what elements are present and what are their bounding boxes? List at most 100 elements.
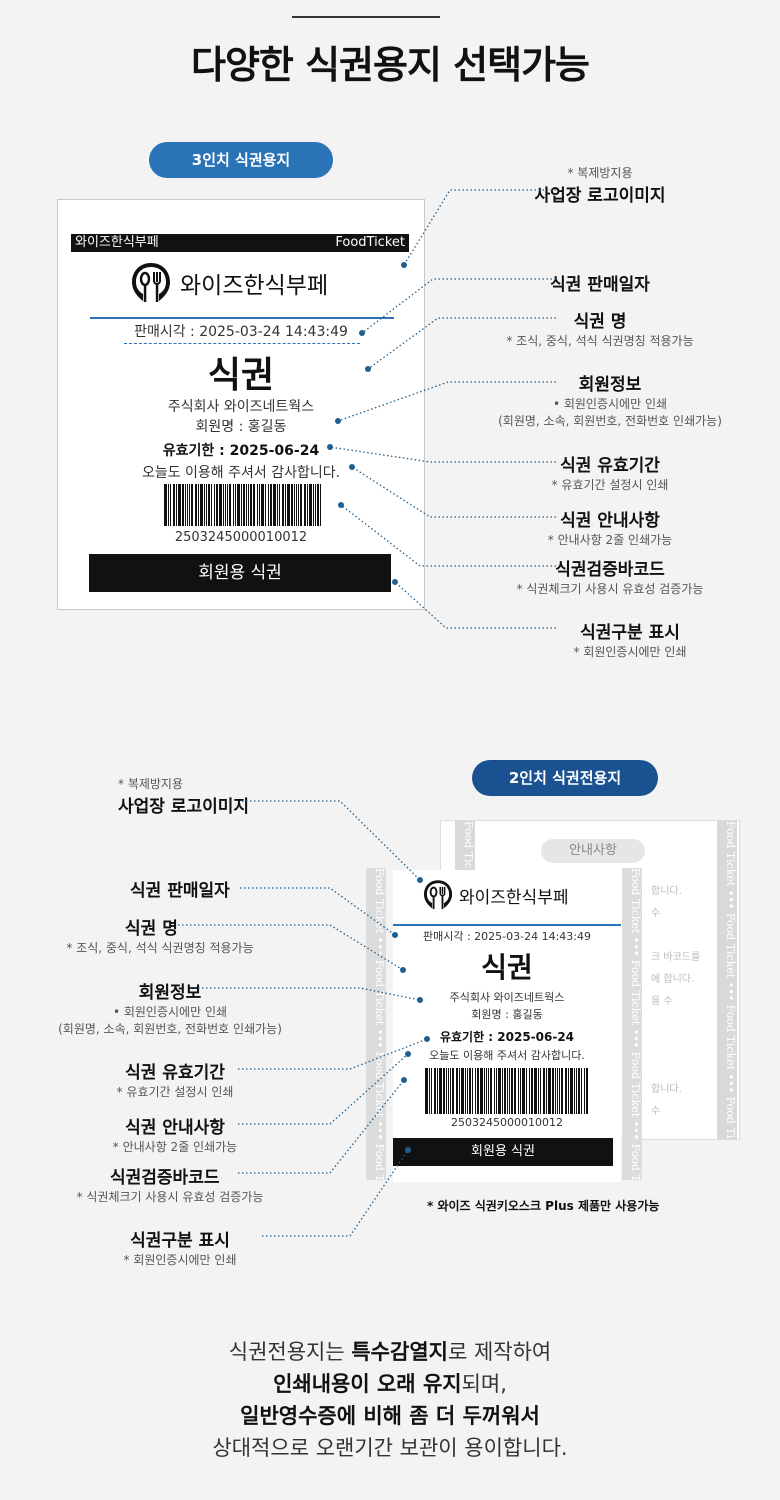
annotation-note: * 식권체크기 사용시 유효성 검증가능 [76,1190,264,1204]
annotation-ticket-type: 식권구분 표시 * 회원인증시에만 인쇄 [540,618,720,660]
barcode-bar [249,484,252,526]
barcode-bar [526,1068,527,1114]
barcode-bar [234,484,236,526]
annotation-logo: * 복제방지용 사업장 로고이미지 [520,164,680,206]
annotation-note: * 식권체크기 사용시 유효성 검증가능 [516,582,704,596]
barcode-bar [258,484,260,526]
annotation-note-2: (회원명, 소속, 회원번호, 전화번호 인쇄가능) [58,1022,282,1036]
barcode-bar [278,484,280,526]
bottom-text-bold: 특수감열지 [351,1340,448,1364]
annotation-note: * 조식, 중식, 석식 식권명칭 적용가능 [66,941,254,955]
barcode-bar [529,1068,530,1114]
barcode-bar [568,1068,569,1114]
barcode-bar [228,484,231,526]
annotation-note: * 회원인증시에만 인쇄 [123,1253,237,1267]
barcode-bar [552,1068,554,1114]
barcode-bar [190,484,193,526]
annotation-ticket-name: 식권 명 * 조식, 중식, 석식 식권명칭 적용가능 [480,307,720,349]
back-line: 크 바코드를 [651,952,701,963]
barcode-bar [546,1068,547,1114]
bottom-text-bold: 일반영수증에 비해 좀 더 두꺼워서 [240,1404,540,1428]
barcode-bar [429,1068,430,1114]
restaurant-logo-icon [423,880,453,910]
barcode-bar [509,1068,510,1114]
annotation-label: 식권구분 표시 [580,623,680,643]
back-paper-text: 합니다. 수 크 바코드를 에 합니다. 을 수 합니다. 수 [651,881,700,1123]
back-line: 을 수 [651,996,673,1007]
bottom-line-4: 상대적으로 오랜기간 보관이 용이합니다. [0,1432,780,1464]
back-line: 합니다. [651,886,682,897]
barcode-bar [224,484,226,526]
barcode-bar [186,484,188,526]
barcode-bar [210,484,212,526]
barcode-bar [215,484,218,526]
barcode-bar [197,484,199,526]
annotation-note: * 안내사항 2줄 인쇄가능 [547,533,673,547]
barcode-bar [514,1068,516,1114]
bar-store-name: 와이즈한식부페 [75,235,159,250]
barcode-bar [570,1068,573,1114]
bottom-text-span: 식권전용지는 [228,1340,352,1364]
barcode-bar [276,484,278,526]
barcode-bar [169,484,171,526]
barcode-bar [299,484,302,526]
barcode-bar [496,1068,497,1114]
barcode-bar [245,484,247,526]
annotation-sale-date: 식권 판매일자 [530,270,670,295]
barcode-bar [469,1068,471,1114]
annotation-note: * 복제방지용 [567,166,633,180]
back-line: 합니다. [651,1084,682,1095]
barcode-bar [540,1068,541,1114]
ticket2-expiry: 유효기한 : 2025-06-24 [439,1030,575,1044]
annotation-label: 식권검증바코드 [110,1168,220,1188]
barcode-bar [586,1068,588,1114]
barcode-bar [448,1068,449,1114]
annotation-label: 식권 판매일자 [130,881,230,901]
barcode-bar [218,484,222,526]
dotted-divider [124,343,360,344]
blue-divider [90,317,394,319]
barcode-bar [434,1068,436,1114]
notice-tag: 안내사항 [541,839,645,863]
s2-annotation-member-info: 회원정보 • 회원인증시에만 인쇄 (회원명, 소속, 회원번호, 전화번호 인… [30,978,310,1037]
annotation-notice: 식권 안내사항 * 안내사항 2줄 인쇄가능 [520,506,700,548]
barcode-bar [465,1068,466,1114]
ticket2-message: 오늘도 이용해 주셔서 감사합니다. [429,1049,585,1062]
barcode-bar [267,484,269,526]
barcode-bar [502,1068,503,1114]
barcode-bar [247,484,249,526]
barcode-bar [290,484,293,526]
food-ticket-strip-right: Food Ticket ••• Food Ticket ••• Food Tic… [717,821,737,1139]
barcode-bar [486,1068,487,1114]
barcode-bar [295,484,297,526]
barcode-bar [511,1068,513,1114]
barcode-bar [480,1068,483,1114]
barcode-bar [425,1068,428,1114]
company-name: 주식회사 와이즈네트웍스 [167,399,315,415]
compatibility-footnote: * 와이즈 식권키오스크 Plus 제품만 사용가능 [427,1199,660,1213]
bottom-text-bold: 인쇄내용이 오래 유지 [273,1372,462,1396]
barcode-bar [260,484,264,526]
ticket2-barcode [409,1068,605,1114]
barcode-bar [284,484,286,526]
ticket2-logo-row: 와이즈한식부페 [421,878,568,912]
barcode-bar [308,484,312,526]
barcode-bar [199,484,203,526]
barcode-bar [272,484,276,526]
barcode-bar [181,484,184,526]
annotation-note-2: (회원명, 소속, 회원번호, 전화번호 인쇄가능) [498,414,722,428]
annotation-label: 사업장 로고이미지 [118,797,250,817]
bar-food-ticket: FoodTicket [335,235,405,250]
barcode-bar [188,484,190,526]
barcode-bar [242,484,245,526]
section2-pill: 2인치 식권전용지 [472,760,658,796]
barcode-bar [269,484,272,526]
annotation-barcode: 식권검증바코드 * 식권체크기 사용시 유효성 검증가능 [490,555,730,597]
barcode-bar [488,1068,489,1114]
barcode-bar [236,484,240,526]
bottom-line-2: 인쇄내용이 오래 유지되며, [0,1368,780,1400]
barcode-bar [584,1068,585,1114]
barcode-bar [484,1068,485,1114]
barcode-bar [240,484,242,526]
